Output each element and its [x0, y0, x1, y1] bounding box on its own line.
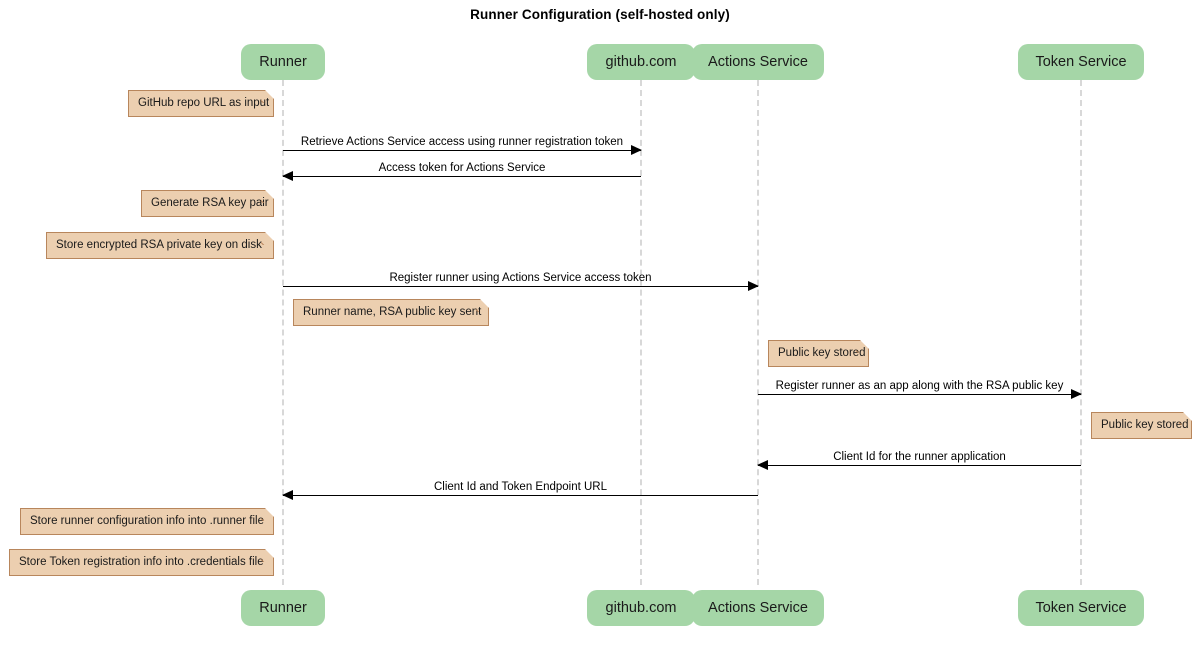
note-fold-edge-icon [476, 299, 489, 312]
participant-label: Actions Service [708, 600, 808, 616]
message-label: Client Id and Token Endpoint URL [433, 481, 608, 493]
participant-top-runner[interactable]: Runner [241, 44, 325, 80]
note-6: Public key stored [1091, 412, 1192, 439]
arrowhead-icon [1071, 389, 1082, 399]
note-fold-edge-icon [261, 549, 274, 562]
message-2: Access token for Actions Service [282, 162, 641, 181]
note-5: Public key stored [768, 340, 869, 367]
message-label: Access token for Actions Service [378, 162, 546, 174]
message-line [758, 394, 1081, 395]
note-8: Store Token registration info into .cred… [9, 549, 274, 576]
note-2: Generate RSA key pair [141, 190, 274, 217]
note-fold-edge-icon [261, 232, 274, 245]
participant-top-token[interactable]: Token Service [1018, 44, 1144, 80]
participant-top-actions[interactable]: Actions Service [692, 44, 824, 80]
participant-label: Runner [259, 54, 307, 70]
message-line [283, 495, 758, 496]
note-fold-edge-icon [261, 508, 274, 521]
message-line [283, 150, 641, 151]
message-line [283, 286, 758, 287]
note-label: Public key stored [778, 347, 866, 359]
participant-bottom-github[interactable]: github.com [587, 590, 695, 626]
note-label: GitHub repo URL as input [138, 97, 270, 109]
message-label: Register runner as an app along with the… [775, 380, 1064, 392]
note-label: Runner name, RSA public key sent [303, 306, 482, 318]
lifeline-runner [282, 80, 284, 585]
note-4: Runner name, RSA public key sent [293, 299, 489, 326]
participant-label: Runner [259, 600, 307, 616]
arrowhead-icon [282, 490, 293, 500]
arrowhead-icon [748, 281, 759, 291]
note-7: Store runner configuration info into .ru… [20, 508, 274, 535]
note-1: GitHub repo URL as input [128, 90, 274, 117]
message-label: Register runner using Actions Service ac… [389, 272, 652, 284]
note-fold-edge-icon [1179, 412, 1192, 425]
note-fold-edge-icon [261, 90, 274, 103]
participant-label: github.com [605, 54, 677, 70]
message-6: Client Id and Token Endpoint URL [282, 481, 758, 500]
note-label: Store Token registration info into .cred… [19, 556, 264, 568]
participant-label: Token Service [1035, 54, 1127, 70]
message-4: Register runner as an app along with the… [758, 380, 1082, 399]
arrowhead-icon [631, 145, 642, 155]
note-fold-edge-icon [261, 190, 274, 203]
note-3: Store encrypted RSA private key on disk [46, 232, 274, 259]
note-label: Public key stored [1101, 419, 1189, 431]
participant-bottom-actions[interactable]: Actions Service [692, 590, 824, 626]
participant-bottom-token[interactable]: Token Service [1018, 590, 1144, 626]
note-fold-edge-icon [856, 340, 869, 353]
participant-label: github.com [605, 600, 677, 616]
message-label: Client Id for the runner application [833, 451, 1006, 463]
message-line [758, 465, 1081, 466]
page-title: Runner Configuration (self-hosted only) [470, 7, 730, 22]
note-label: Store encrypted RSA private key on disk [56, 239, 262, 251]
message-line [283, 176, 641, 177]
message-5: Client Id for the runner application [757, 451, 1081, 470]
participant-label: Actions Service [708, 54, 808, 70]
note-label: Store runner configuration info into .ru… [30, 515, 264, 527]
message-1: Retrieve Actions Service access using ru… [283, 136, 642, 155]
message-3: Register runner using Actions Service ac… [283, 272, 759, 291]
arrowhead-icon [282, 171, 293, 181]
participant-top-github[interactable]: github.com [587, 44, 695, 80]
message-label: Retrieve Actions Service access using ru… [300, 136, 624, 148]
participant-label: Token Service [1035, 600, 1127, 616]
lifeline-github [640, 80, 642, 585]
participant-bottom-runner[interactable]: Runner [241, 590, 325, 626]
arrowhead-icon [757, 460, 768, 470]
note-label: Generate RSA key pair [151, 197, 269, 209]
lifeline-token [1080, 80, 1082, 585]
lifeline-actions [757, 80, 759, 585]
